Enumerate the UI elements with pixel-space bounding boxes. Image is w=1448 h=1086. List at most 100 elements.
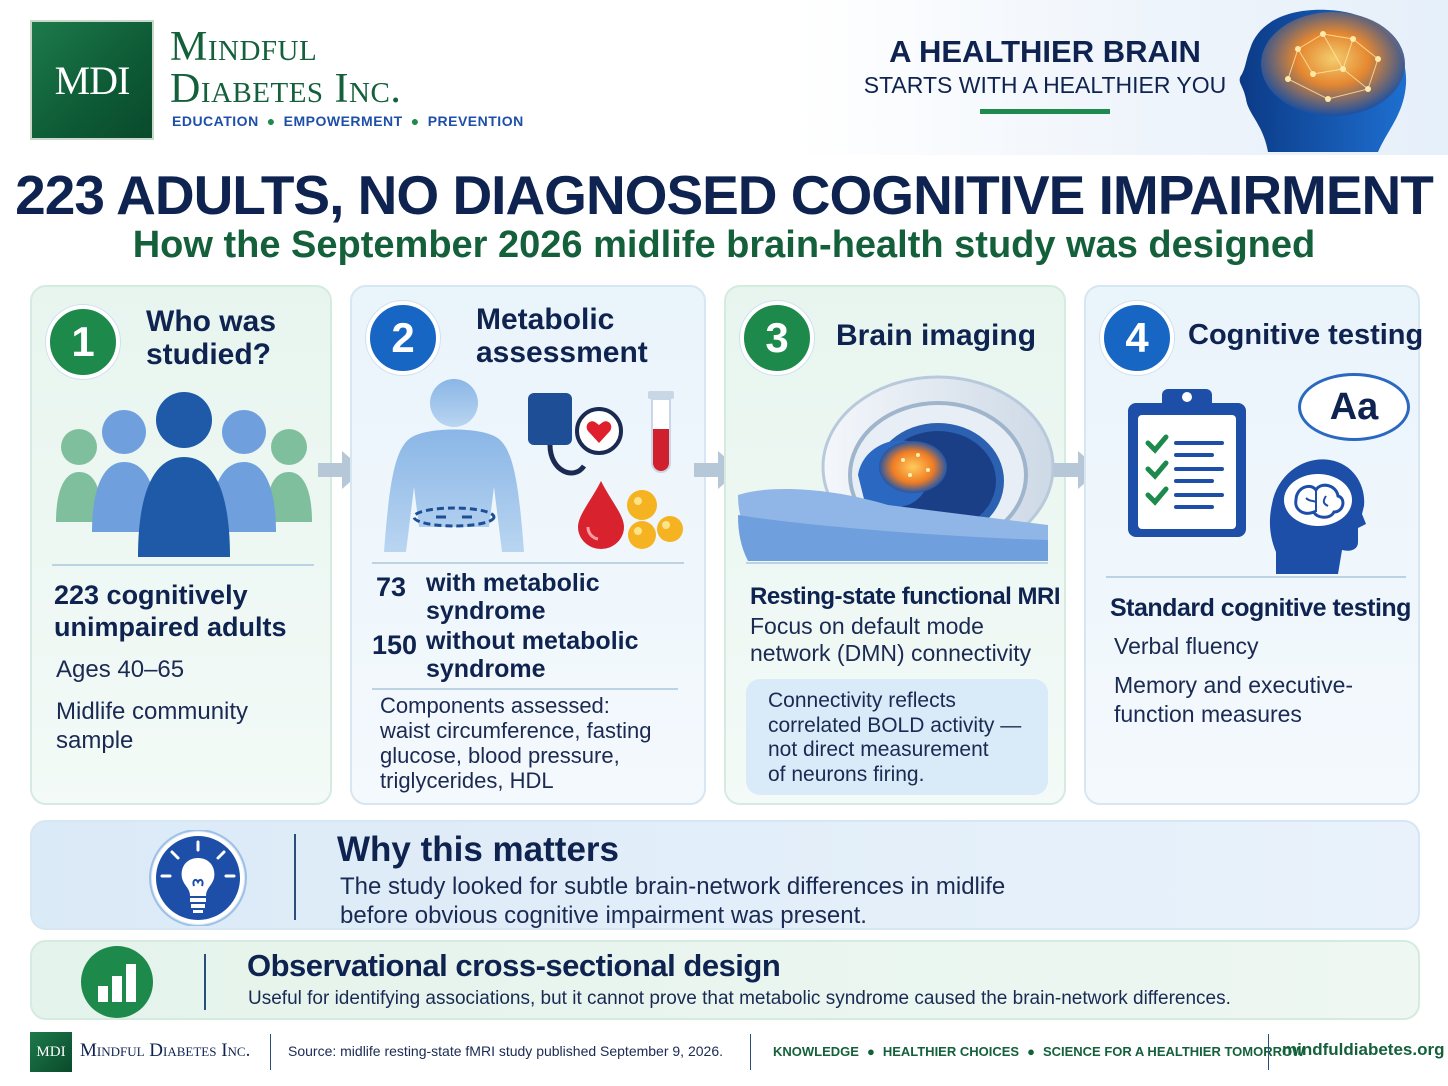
observational-design-banner: Observational cross-sectional design Use…: [30, 940, 1420, 1020]
blood-drop-icon: [578, 481, 624, 549]
card-4-memory-executive: Memory and executive- function measures: [1114, 671, 1353, 729]
card-1-divider: [52, 564, 314, 566]
footer-website-link[interactable]: mindfuldiabetes.org: [1282, 1040, 1445, 1059]
body-waist-icon: [384, 379, 524, 552]
components-line-3: glucose, blood pressure,: [380, 743, 620, 768]
footer-tag-healthier-choices: HEALTHIER CHOICES: [882, 1044, 1020, 1059]
why-separator: [294, 834, 296, 920]
footer-brand: Mindful Diabetes Inc.: [80, 1040, 251, 1061]
bar-chart-icon: [81, 946, 153, 1018]
card-3-title: Brain imaging: [836, 319, 1037, 352]
card-4-title: Cognitive testing: [1188, 319, 1424, 351]
hero-title: A HEALTHIER BRAIN: [889, 34, 1201, 69]
why-text-line-2: before obvious cognitive impairment was …: [340, 902, 867, 929]
note-line-4: of neurons firing.: [768, 762, 925, 786]
hero-rule: [980, 109, 1110, 114]
people-group-icon: [56, 392, 312, 557]
components-assessed: Components assessed: waist circumference…: [380, 693, 651, 793]
footer-source: Source: midlife resting-state fMRI study…: [288, 1043, 723, 1059]
stat-1-label-line-1: with metabolic: [426, 569, 600, 597]
card-3-detail: Focus on default mode network (DMN) conn…: [750, 613, 1031, 667]
card-2-title-line-2: assessment: [476, 336, 648, 369]
why-text-line-1: The study looked for subtle brain-networ…: [340, 873, 1006, 900]
logo-text: MDI: [54, 57, 131, 103]
observational-text: Useful for identifying associations, but…: [248, 988, 1231, 1009]
card-cognitive-testing: 4 Cognitive testing Aa Standard cognitiv…: [1084, 285, 1424, 805]
card-3-detail-line-1: Focus on default mode: [750, 613, 984, 639]
card-who-was-studied: 1 Who was studied? 223 cognitively unimp…: [30, 285, 332, 805]
card-3-headline: Resting-state functional MRI: [750, 583, 1061, 610]
card-1-headline: 223 cognitively unimpaired adults: [54, 579, 287, 643]
card-4-headline: Standard cognitive testing: [1110, 594, 1411, 622]
card-metabolic-assessment: 2 Metabolic assessment 73 with metabolic…: [350, 285, 706, 805]
why-text: The study looked for subtle brain-networ…: [340, 872, 1240, 930]
card-1-title: Who was studied?: [146, 305, 276, 371]
card-4-verbal-fluency: Verbal fluency: [1114, 633, 1259, 659]
note-line-2: correlated BOLD activity —: [768, 713, 1022, 737]
hero-subtitle: STARTS WITH A HEALTHIER YOU: [863, 72, 1227, 98]
stat-1-label-line-2: syndrome: [426, 597, 546, 625]
stat-2-label-line-2: syndrome: [426, 655, 546, 683]
card-brain-imaging: 3 Brain imaging Resting-state functional…: [724, 285, 1066, 805]
components-line-4: triglycerides, HDL: [380, 768, 554, 793]
components-line-2: waist circumference, fasting: [380, 718, 652, 743]
card-1-sample: Midlife community sample: [56, 697, 248, 755]
step-badge-3: 3: [740, 301, 814, 375]
card-1-sample-line-2: sample: [56, 727, 134, 754]
card-2-divider-top: [372, 562, 684, 564]
brand-line-2: Diabetes Inc.: [170, 66, 402, 112]
components-line-1: Components assessed:: [380, 693, 610, 718]
checklist-clipboard-icon: [1128, 389, 1246, 537]
step-badge-4: 4: [1100, 301, 1174, 375]
card-4-detail-line-1: Memory and executive-: [1114, 672, 1354, 698]
speech-bubble-icon: Aa: [1298, 373, 1410, 441]
card-1-headline-line-1: 223 cognitively: [54, 580, 248, 610]
brand-line-1: Mindful: [170, 24, 318, 70]
card-3-detail-line-2: network (DMN) connectivity: [750, 640, 1032, 666]
card-3-divider: [746, 562, 1048, 564]
step-badge-2: 2: [366, 301, 440, 375]
footer: MDI Mindful Diabetes Inc. Source: midlif…: [0, 1026, 1448, 1086]
card-1-sample-line-1: Midlife community: [56, 698, 249, 725]
lightbulb-icon: [149, 830, 247, 926]
footer-separator: [1268, 1034, 1269, 1070]
footer-logo: MDI: [30, 1032, 72, 1072]
stat-1-number: 73: [376, 572, 407, 602]
blood-pressure-cuff-icon: [528, 393, 623, 476]
tagline-empowerment: EMPOWERMENT: [283, 113, 403, 129]
card-1-title-line-2: studied?: [146, 338, 271, 371]
footer-tags: KNOWLEDGE●HEALTHIER CHOICES●SCIENCE FOR …: [773, 1044, 1305, 1059]
card-4-detail-line-2: function measures: [1114, 701, 1302, 727]
note-line-3: not direct measurement: [768, 738, 989, 761]
footer-tag-science: SCIENCE FOR A HEALTHIER TOMORROW: [1042, 1044, 1305, 1059]
lipid-particles-icon: [627, 490, 683, 549]
card-1-age-range: Ages 40–65: [56, 656, 185, 683]
card-1-title-line-1: Who was: [146, 305, 277, 338]
note-line-1: Connectivity reflects: [768, 689, 956, 712]
footer-logo-text: MDI: [36, 1043, 66, 1060]
card-4-divider: [1106, 576, 1406, 578]
head-brain-icon: [1269, 459, 1366, 574]
card-1-headline-line-2: unimpaired adults: [54, 612, 287, 642]
tagline-education: EDUCATION: [172, 113, 259, 129]
glowing-brain-head-icon: [1239, 9, 1407, 152]
why-this-matters-banner: Why this matters The study looked for su…: [30, 820, 1420, 930]
why-title: Why this matters: [337, 830, 619, 869]
footer-tag-knowledge: KNOWLEDGE: [773, 1044, 859, 1059]
footer-separator: [270, 1034, 271, 1070]
tagline-prevention: PREVENTION: [427, 113, 524, 129]
footer-separator: [750, 1034, 751, 1070]
card-2-title-line-1: Metabolic: [476, 303, 615, 336]
observational-separator: [204, 954, 206, 1010]
observational-title: Observational cross-sectional design: [247, 948, 781, 983]
brand-name: Mindful Diabetes Inc.: [170, 26, 401, 110]
card-2-divider-bottom: [372, 688, 678, 690]
test-tube-icon: [648, 391, 674, 473]
card-2-title: Metabolic assessment: [476, 303, 648, 369]
main-title: 223 ADULTS, NO DIAGNOSED COGNITIVE IMPAI…: [15, 164, 1434, 226]
mri-scanner-icon: [738, 375, 1055, 561]
step-badge-1: 1: [46, 305, 120, 379]
main-subtitle: How the September 2026 midlife brain-hea…: [132, 224, 1316, 266]
header: MDI Mindful Diabetes Inc. EDUCATION●EMPO…: [0, 0, 1448, 155]
speech-bubble-text: Aa: [1329, 385, 1379, 428]
